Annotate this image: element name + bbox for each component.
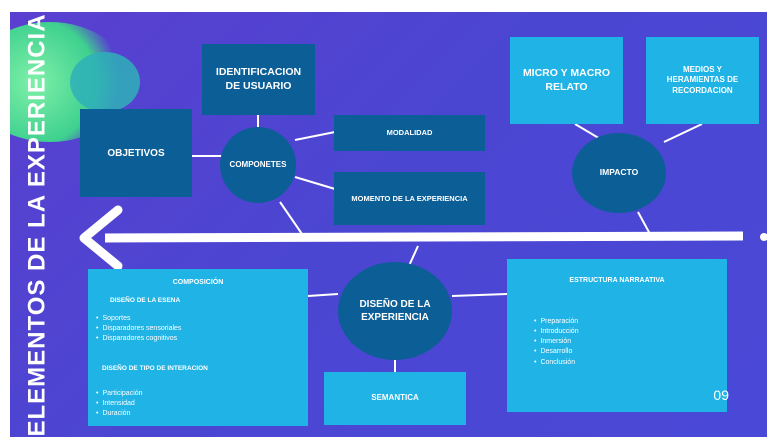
line-composicion (307, 293, 339, 297)
line-momento (294, 176, 336, 190)
timeline-arrow-shaft (104, 231, 744, 243)
node-componentes-label: COMPONETES (229, 159, 287, 169)
interaccion-item: Participación (96, 389, 142, 399)
node-impacto-label: IMPACTO (599, 167, 639, 178)
escena-item: Soportes (96, 314, 181, 324)
estructura-item: Introducción (534, 327, 578, 337)
timeline-arrow-head (79, 205, 123, 271)
node-semantica: SEMANTICA (324, 372, 466, 425)
node-identificacion-label: IDENTIFICACION DE USUARIO (215, 65, 302, 92)
node-semantica-label: SEMANTICA (371, 393, 419, 403)
node-composicion: COMPOSICIÓN DISEÑO DE LA ESENA Soportes … (88, 269, 308, 426)
interaccion-heading: DISEÑO DE TIPO DE INTERACION (102, 365, 208, 372)
interaccion-item: Duración (96, 409, 143, 419)
node-componentes: COMPONETES (220, 127, 296, 203)
node-objetivos: OBJETIVOS (80, 109, 192, 197)
node-identificacion: IDENTIFICACION DE USUARIO (202, 44, 315, 115)
line-impacto-spine (637, 211, 651, 235)
page-title: ELEMENTOS DE LA EXPERIENCIA (24, 12, 51, 437)
interaccion-item: Intensidad (96, 399, 143, 409)
node-diseno: DISEÑO DE LA EXPERIENCIA (338, 262, 452, 360)
vertical-title: ELEMENTOS DE LA EXPERIENCIA (10, 12, 66, 437)
node-diseno-label: DISEÑO DE LA EXPERIENCIA (359, 299, 431, 323)
composicion-title: COMPOSICIÓN (172, 279, 224, 286)
slide: ELEMENTOS DE LA EXPERIENCIA IDENTIFICACI… (10, 12, 767, 437)
node-micro-macro: MICRO Y MACRO RELATO (510, 37, 623, 124)
connector-lines (79, 115, 767, 372)
escena-item: Disparadores cognitivos (96, 334, 181, 344)
node-momento-label: MOMENTO DE LA EXPERIENCIA (351, 193, 468, 203)
estructura-item: Desarrollo (534, 347, 579, 357)
line-componentes-spine (279, 201, 303, 235)
node-modalidad-label: MODALIDAD (386, 128, 433, 138)
estructura-item: Preparación (534, 317, 579, 327)
node-objetivos-label: OBJETIVOS (107, 147, 165, 159)
node-medios: MEDIOS Y HERAMIENTAS DE RECORDACION (646, 37, 759, 124)
interaccion-list: Participación Intensidad Duración (96, 389, 143, 419)
node-estructura: ESTRUCTURA NARRAATIVA Preparación Introd… (507, 259, 727, 412)
escena-heading: DISEÑO DE LA ESENA (110, 297, 181, 304)
timeline-dot (760, 233, 767, 241)
line-modalidad (294, 131, 336, 141)
escena-list: Soportes Disparadores sensoriales Dispar… (96, 314, 181, 344)
estructura-title: ESTRUCTURA NARRAATIVA (569, 277, 665, 284)
escena-item: Disparadores sensoriales (96, 324, 181, 334)
estructura-item: Conclusión (534, 358, 579, 368)
page-number: 09 (713, 387, 729, 403)
node-modalidad: MODALIDAD (334, 115, 485, 151)
line-medios (663, 123, 703, 143)
line-estructura (451, 293, 508, 297)
estructura-item: Inmersión (534, 337, 579, 347)
teal-blob-decoration (70, 52, 140, 112)
node-momento: MOMENTO DE LA EXPERIENCIA (334, 172, 485, 225)
node-micro-macro-label: MICRO Y MACRO RELATO (522, 66, 611, 93)
node-medios-label: MEDIOS Y HERAMIENTAS DE RECORDACION (666, 64, 739, 95)
estructura-list: Preparación Introducción Inmersión Desar… (534, 317, 579, 368)
node-impacto: IMPACTO (572, 133, 666, 213)
